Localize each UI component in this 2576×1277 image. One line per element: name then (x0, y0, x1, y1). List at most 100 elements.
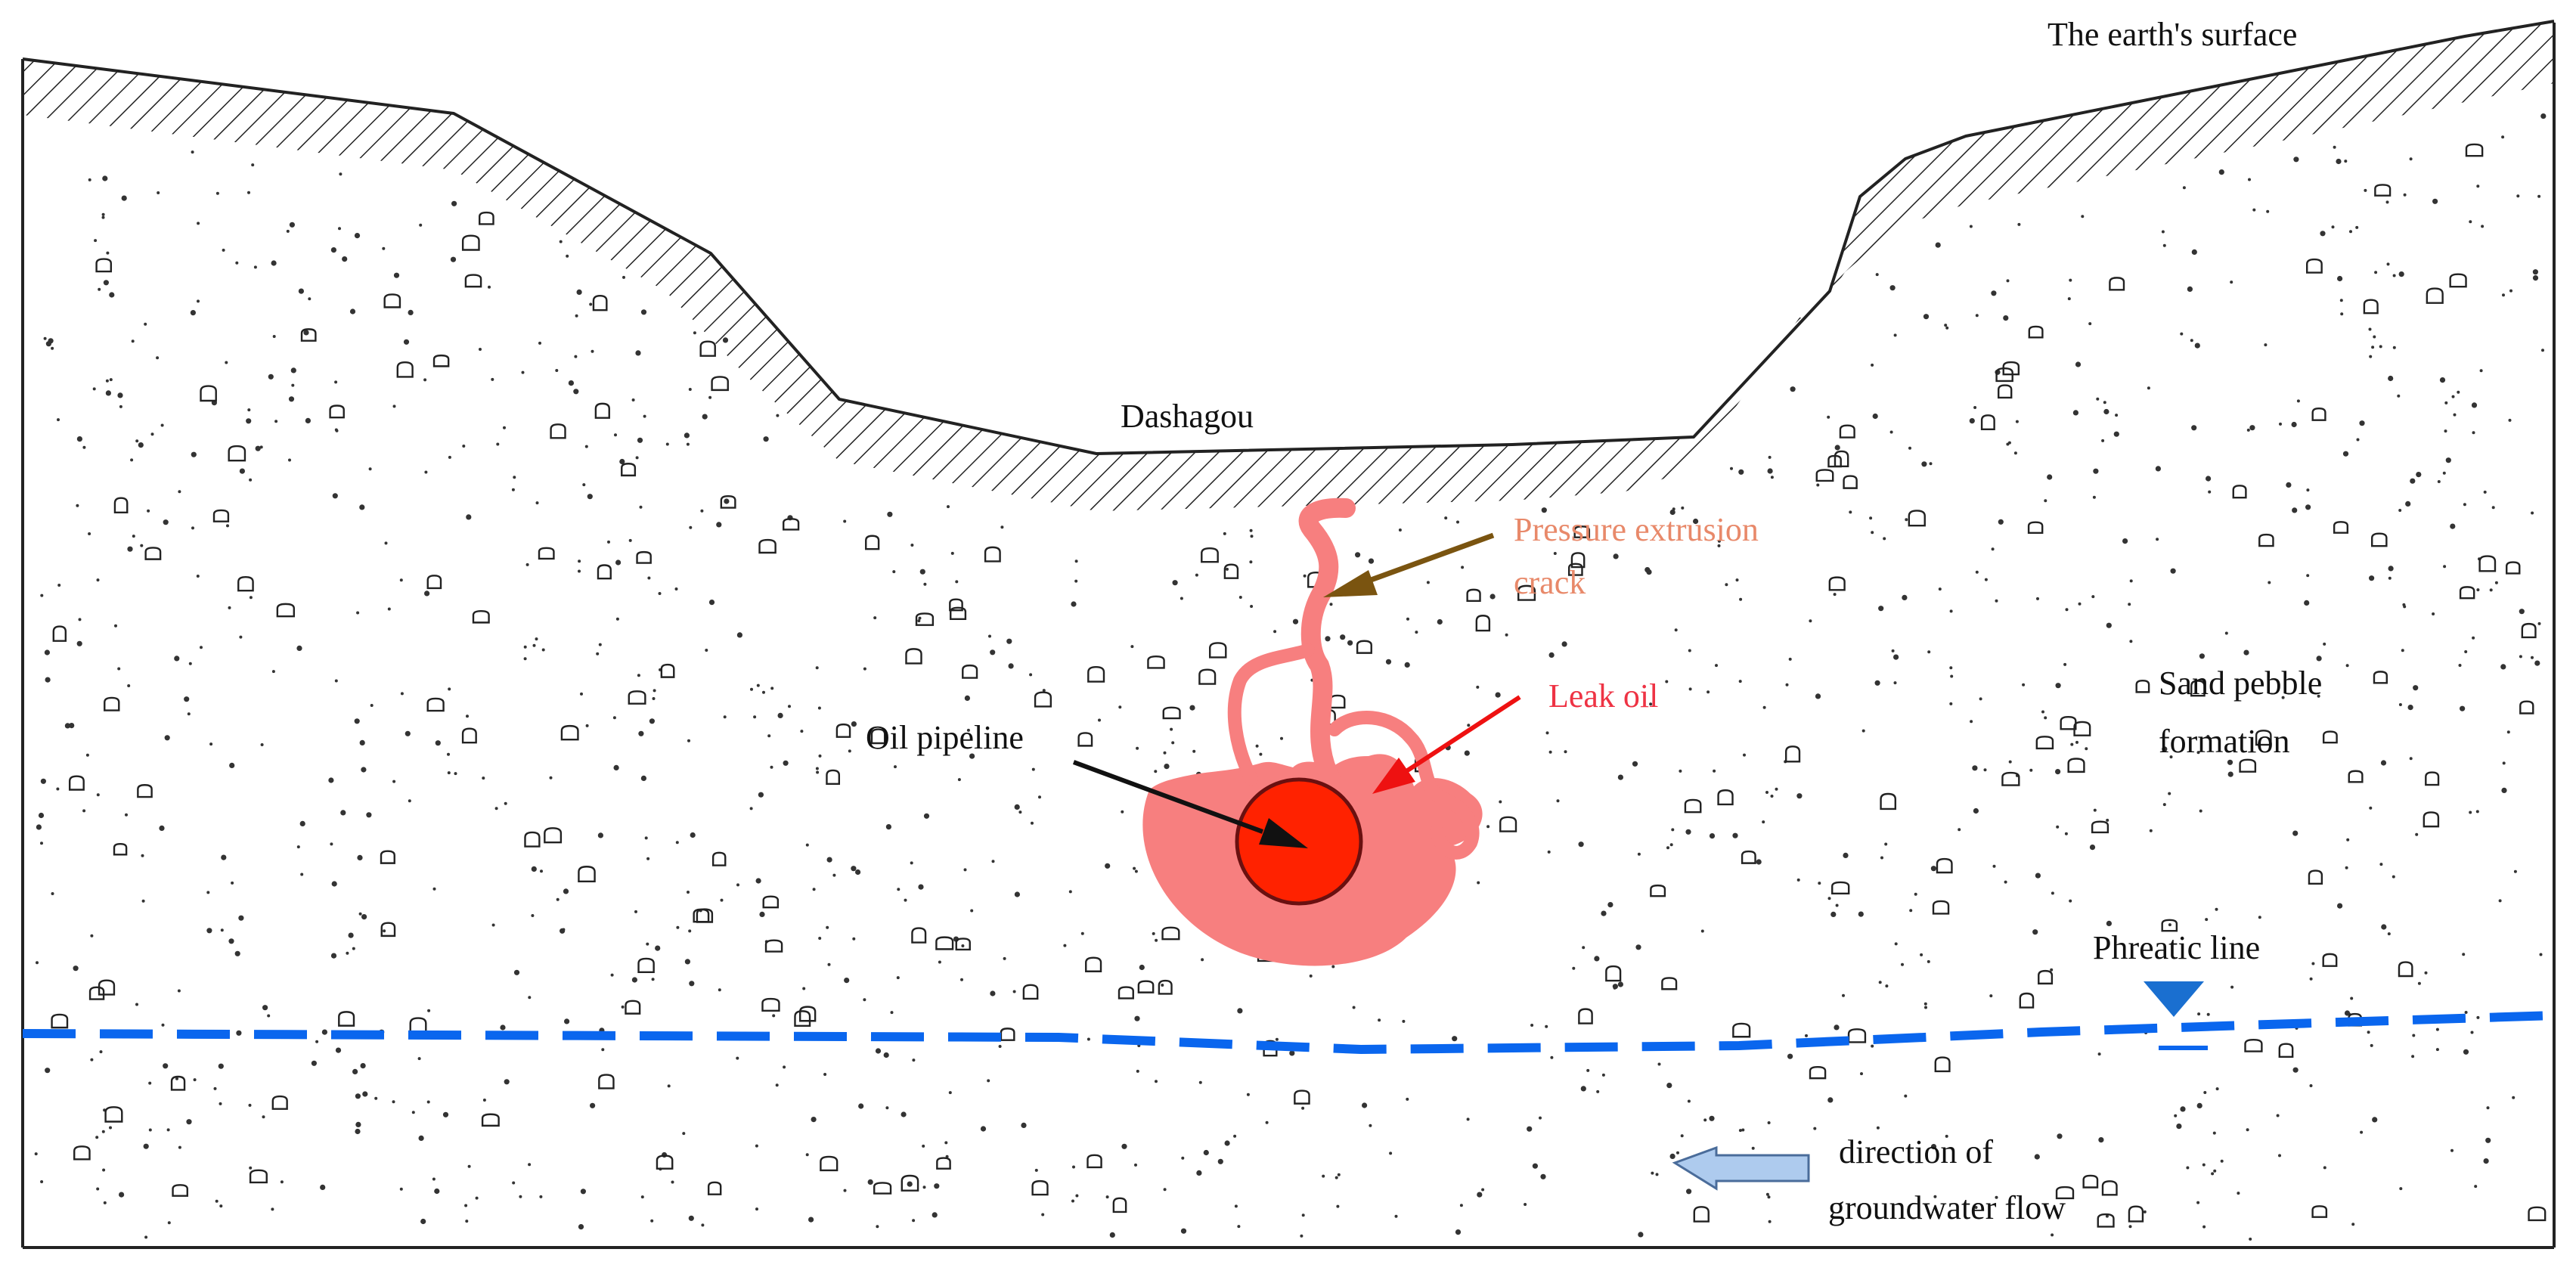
pebble (380, 922, 396, 938)
sand-grain (812, 888, 816, 891)
pebble (783, 518, 800, 531)
sand-grain (491, 377, 494, 381)
sand-grain (1038, 795, 1041, 799)
sand-grain (990, 649, 996, 656)
sand-grain (2258, 916, 2261, 919)
sand-grain (718, 988, 721, 992)
pebble (104, 696, 120, 711)
sand-grain (1905, 518, 1908, 522)
pebble (52, 625, 67, 642)
sand-grain (274, 420, 278, 423)
sand-grain (907, 1181, 913, 1187)
pebble (2465, 143, 2484, 157)
sand-grain (2364, 188, 2367, 192)
sand-grain (2089, 845, 2096, 851)
sand-grain (1594, 956, 1600, 962)
sand-grain (73, 965, 79, 972)
sand-grain (1709, 1115, 1715, 1121)
sand-grain (555, 369, 559, 372)
sand-grain (196, 575, 200, 578)
pebble (2161, 919, 2178, 932)
sand-grain (40, 1180, 44, 1183)
sand-grain (131, 339, 135, 343)
sand-grain (462, 445, 466, 448)
sand-grain (308, 297, 312, 301)
sand-grain (990, 990, 996, 996)
sand-grain (88, 532, 91, 535)
sand-grain (826, 925, 829, 929)
pebble (2506, 561, 2521, 575)
sand-grain (300, 873, 304, 876)
sand-grain (2355, 225, 2359, 229)
sand-grain (950, 551, 954, 555)
sand-grain (2092, 495, 2096, 499)
pebble (1650, 884, 1666, 897)
sand-grain (1995, 599, 1998, 603)
sand-grain (643, 414, 646, 418)
sand-grain (858, 1103, 864, 1109)
section-frame (21, 23, 2556, 1249)
sand-grain (918, 884, 924, 890)
sand-grain (2476, 588, 2480, 592)
sand-grain (2093, 808, 2097, 812)
sand-grain (1071, 1199, 1074, 1203)
sand-grain (904, 898, 907, 902)
sand-grain (843, 1189, 847, 1192)
pebble (478, 211, 494, 225)
sand-grain (2534, 660, 2540, 666)
sand-grain (197, 299, 200, 303)
sand-grain (1735, 578, 1739, 582)
sand-grain (226, 524, 229, 528)
sand-grain (1944, 324, 1948, 327)
sand-grain (1743, 753, 1746, 757)
sand-grain (2398, 271, 2404, 277)
sand-grain (1790, 386, 1796, 392)
sand-grain (675, 841, 679, 845)
sand-grain (2415, 832, 2419, 836)
sand-grain (560, 928, 566, 934)
sand-grain (1703, 1118, 1707, 1122)
crack-leader-arrow (1323, 532, 1495, 597)
pebble (1980, 414, 1995, 430)
pebble (2019, 992, 2035, 1009)
pebble (826, 769, 841, 786)
pebble (2459, 586, 2475, 600)
sand-grain (1893, 333, 1897, 337)
sand-grain (2051, 1233, 2054, 1237)
sand-grain (1006, 638, 1012, 644)
sand-grain (2206, 476, 2212, 482)
sand-grain (1527, 1126, 1533, 1132)
sand-grain (2349, 230, 2352, 234)
sand-grain (1164, 764, 1170, 770)
sand-grain (2296, 399, 2300, 403)
sand-grain (95, 1136, 99, 1139)
sand-grain (218, 1063, 224, 1069)
sand-grain (2246, 1128, 2249, 1132)
sand-grain (1739, 597, 1743, 601)
sand-grain (947, 505, 950, 509)
pebble (637, 957, 655, 973)
sand-grain (2485, 1137, 2491, 1143)
sand-grain (1909, 909, 1913, 913)
sand-grain (85, 753, 89, 757)
sand-grain (816, 770, 820, 774)
sand-grain (1651, 1171, 1654, 1175)
sand-grain (1693, 518, 1699, 525)
sand-grain (844, 978, 850, 984)
pebble (794, 1010, 811, 1027)
sand-grain (1991, 290, 1997, 296)
sand-grain (653, 689, 656, 693)
sand-grain (538, 341, 541, 345)
sand-grain (528, 1163, 532, 1167)
sand-grain (442, 1111, 449, 1117)
sand-grain (2509, 289, 2512, 293)
sand-grain (2268, 581, 2271, 584)
sand-grain (587, 494, 593, 500)
sand-grain (991, 860, 995, 863)
sand-grain (688, 929, 692, 933)
sand-grain (885, 824, 891, 830)
sand-grain (573, 389, 579, 395)
sand-grain (1105, 863, 1111, 869)
sand-grain (2199, 809, 2202, 813)
sand-grain (105, 379, 109, 383)
